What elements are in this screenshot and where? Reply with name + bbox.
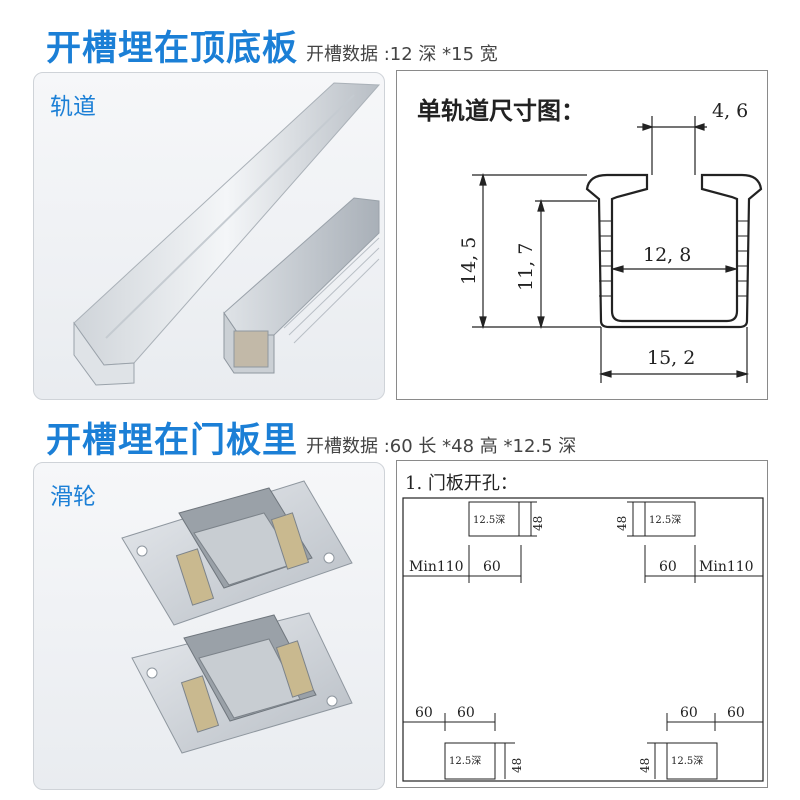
section-bottom-heading: 开槽埋在门板里 开槽数据 :60 长 *48 高 *12.5 深 xyxy=(46,412,576,463)
top-width-dims xyxy=(403,545,763,583)
slot-bottom-left-depth: 12.5深 xyxy=(449,755,481,767)
slot-bottom-right xyxy=(666,742,718,780)
section-top-heading: 开槽埋在顶底板 开槽数据 :12 深 *15 宽 xyxy=(46,20,498,71)
dim-gap xyxy=(637,116,707,175)
long-rail-shape xyxy=(73,82,381,386)
slot-bottom-left-height-dim xyxy=(495,742,515,779)
dim-outer-height-label: 14, 5 xyxy=(458,237,480,285)
pulley-illustration xyxy=(121,480,353,754)
pulley-lower xyxy=(131,612,353,754)
door-drawing-title: 1. 门板开孔： xyxy=(405,473,518,494)
dim-inner-height-label: 11, 7 xyxy=(515,243,537,291)
pulley-photo-label: 滑轮 xyxy=(50,484,96,510)
pulley-upper xyxy=(121,480,353,626)
dim-outer-height xyxy=(472,172,601,330)
slot-bottom-left-height: 48 xyxy=(510,758,524,773)
width-bottom-right-label: 60 xyxy=(680,705,698,721)
slot-top-right-depth: 12.5深 xyxy=(649,514,681,526)
door-hole-svg: 1. 门板开孔： 12.5深 48 12.5深 48 Min110 60 60 … xyxy=(402,473,764,782)
min-right-label: Min110 xyxy=(699,559,754,575)
offset-bottom-left-label: 60 xyxy=(415,705,433,721)
bottom-width-dims xyxy=(403,713,763,731)
rail-drawing-title: 单轨道尺寸图： xyxy=(417,96,585,125)
section-top-title: 开槽埋在顶底板 xyxy=(46,29,299,69)
dim-inner-height xyxy=(535,198,597,330)
section-top-spec: 开槽数据 :12 深 *15 宽 xyxy=(306,44,498,65)
slot-top-right xyxy=(644,501,696,537)
dim-inner-width xyxy=(610,265,739,273)
slot-top-left xyxy=(468,501,520,537)
rail-profile-outline xyxy=(585,173,763,329)
section-bottom-title: 开槽埋在门板里 xyxy=(46,421,299,461)
pulley-photo-panel: 滑轮 xyxy=(33,462,385,790)
slot-top-left-height-dim xyxy=(519,501,537,537)
width-top-right-label: 60 xyxy=(659,559,677,575)
slot-top-left-depth: 12.5深 xyxy=(473,514,505,526)
width-top-left-label: 60 xyxy=(483,559,501,575)
dim-outer-width xyxy=(598,327,750,383)
slot-bottom-right-height-dim xyxy=(647,742,667,779)
rail-ribs xyxy=(599,220,748,297)
short-rail-shape xyxy=(223,197,380,374)
rail-profile-svg: 单轨道尺寸图： 4, 6 14, 5 xyxy=(417,96,763,383)
min-left-label: Min110 xyxy=(409,559,464,575)
slot-bottom-right-depth: 12.5深 xyxy=(671,755,703,767)
rail-photo-label: 轨道 xyxy=(50,94,96,120)
dim-inner-width-label: 12, 8 xyxy=(643,244,691,266)
door-outline xyxy=(402,497,764,782)
offset-bottom-right-label: 60 xyxy=(727,705,745,721)
door-hole-drawing: 1. 门板开孔： 12.5深 48 12.5深 48 Min110 60 60 … xyxy=(396,460,768,788)
width-bottom-left-label: 60 xyxy=(457,705,475,721)
slot-top-left-height: 48 xyxy=(531,516,545,531)
slot-bottom-left xyxy=(444,742,496,780)
dim-outer-width-label: 15, 2 xyxy=(647,347,695,369)
slot-bottom-right-height: 48 xyxy=(638,758,652,773)
dim-gap-label: 4, 6 xyxy=(712,100,748,122)
slot-top-right-height: 48 xyxy=(615,516,629,531)
rail-dimension-drawing: 单轨道尺寸图： 4, 6 14, 5 xyxy=(396,70,768,400)
rail-photo-panel: 轨道 xyxy=(33,72,385,400)
section-bottom-spec: 开槽数据 :60 长 *48 高 *12.5 深 xyxy=(306,436,577,457)
rail-illustration xyxy=(73,82,381,386)
slot-top-right-height-dim xyxy=(627,501,645,537)
